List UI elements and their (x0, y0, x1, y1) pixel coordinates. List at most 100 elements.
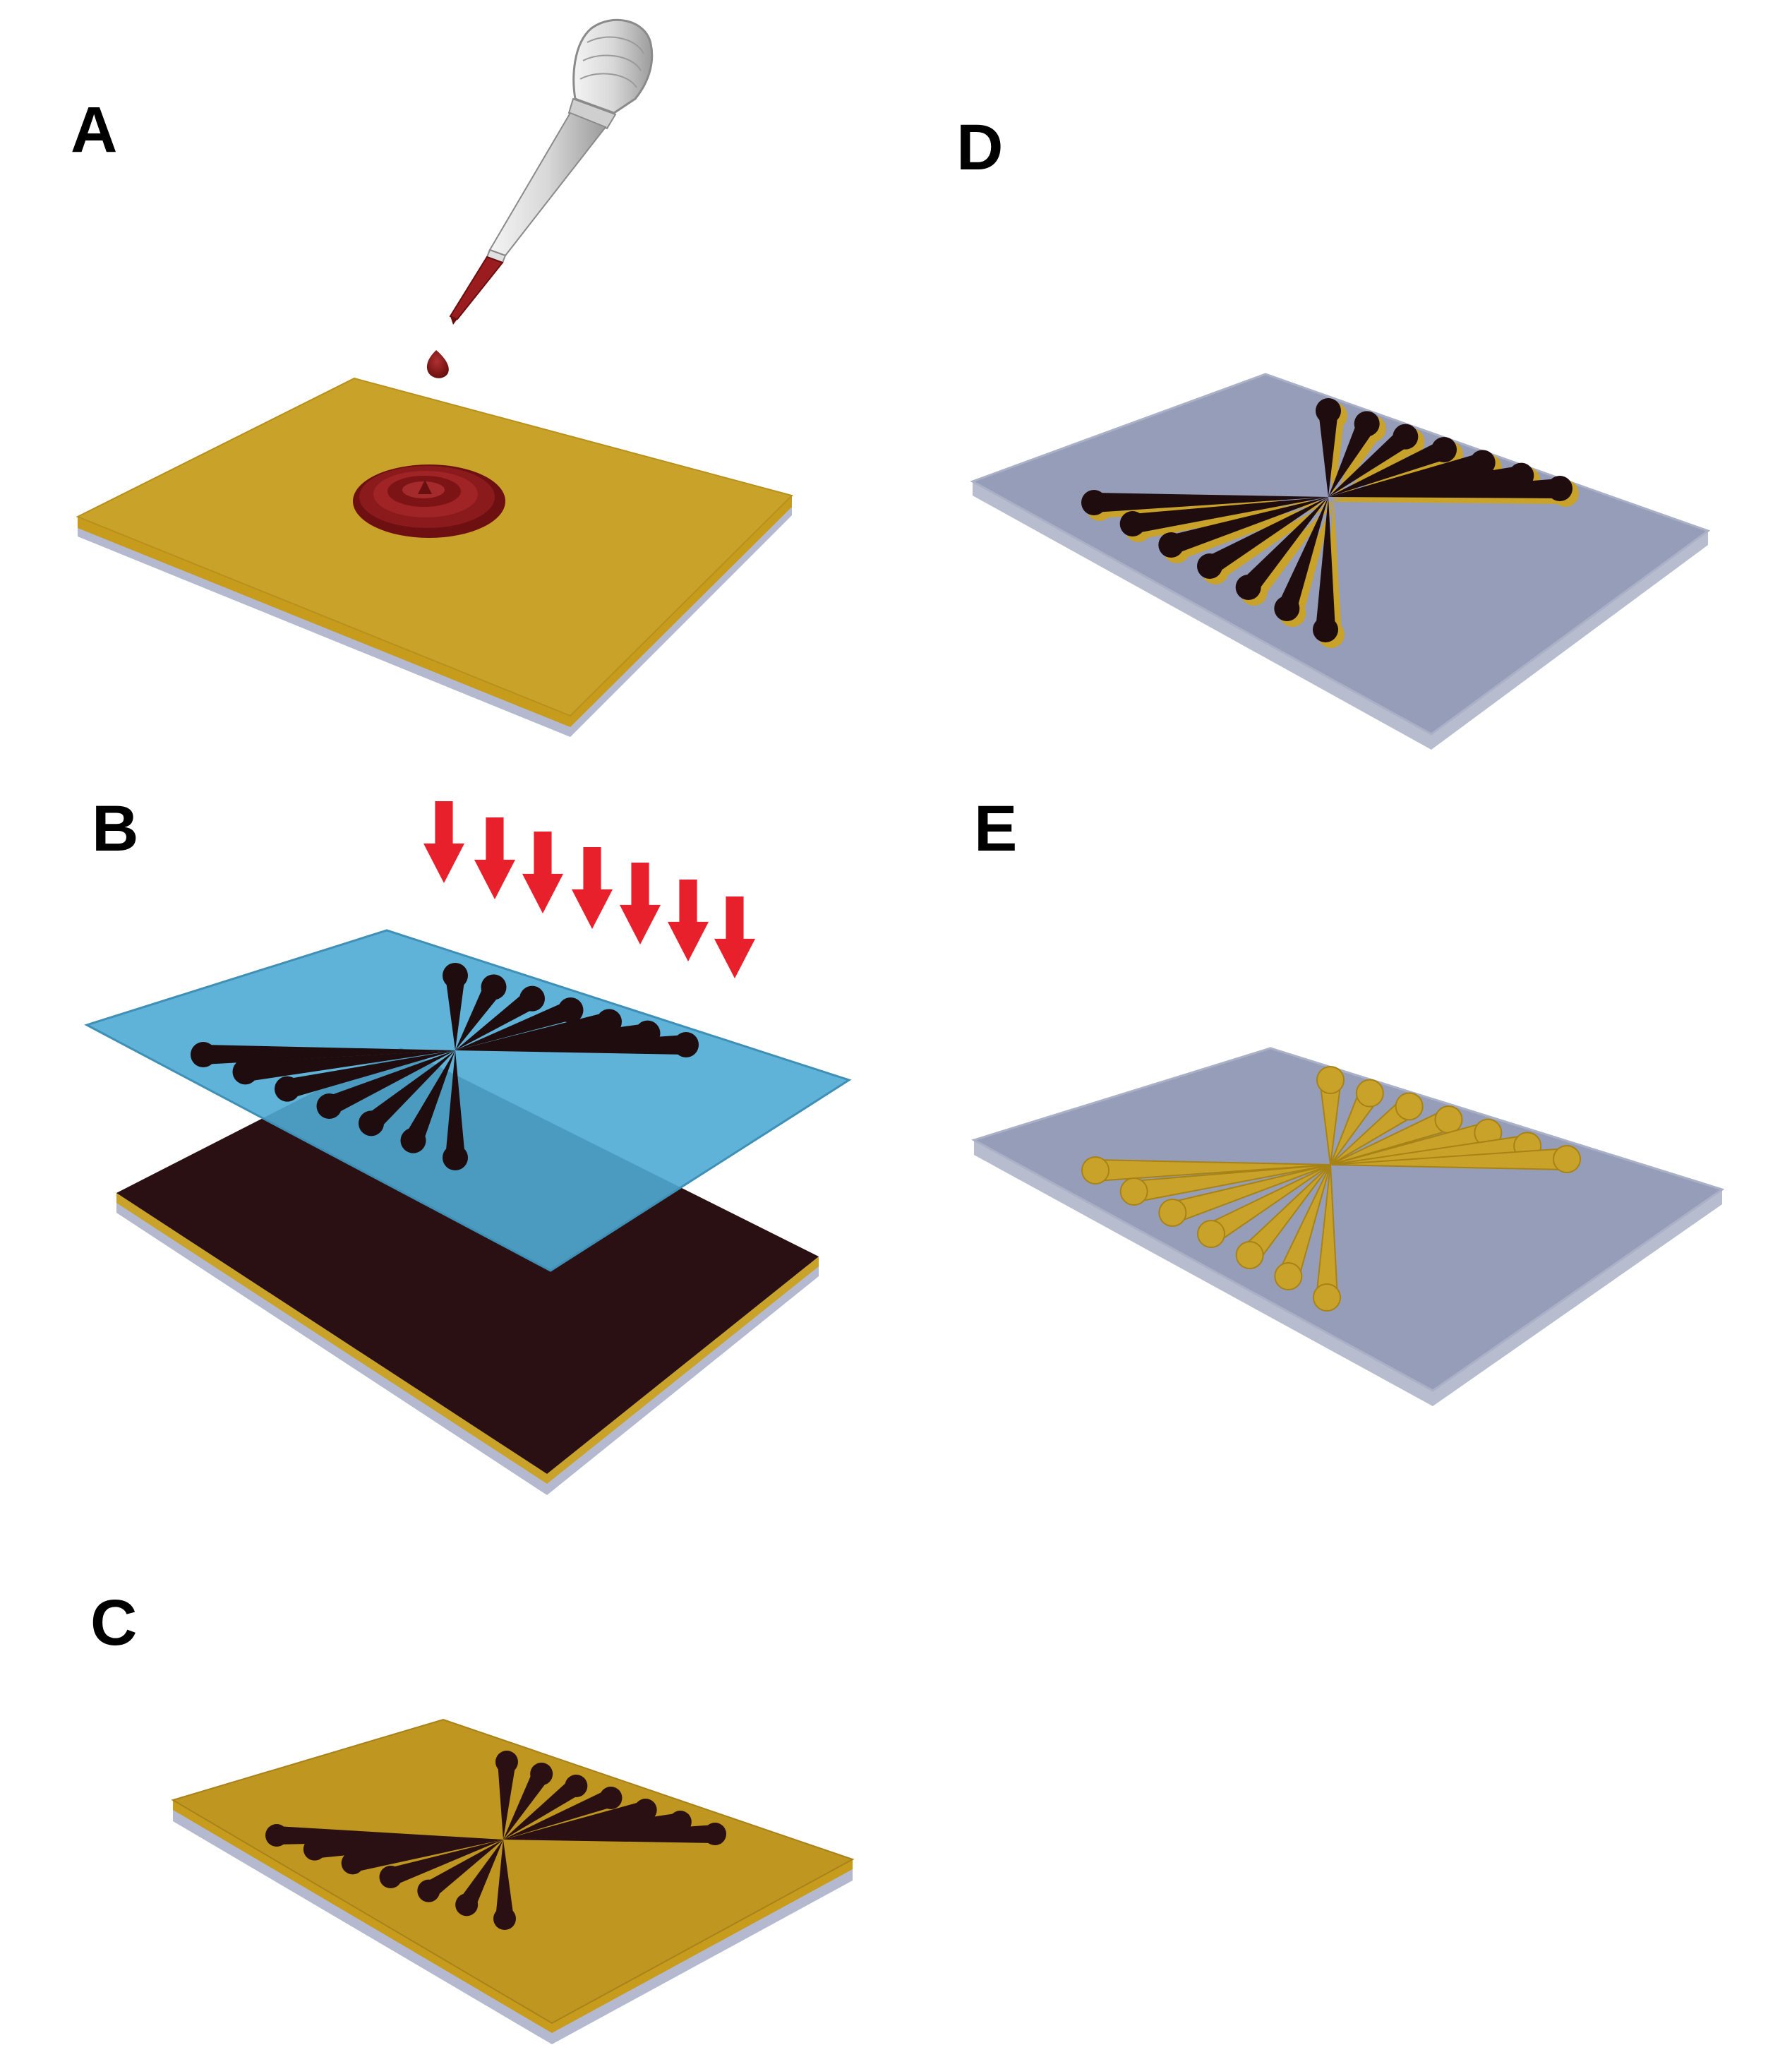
electrode-finger (1328, 440, 1448, 497)
electrode-pad (1393, 424, 1419, 450)
electrode-finger (387, 1840, 503, 1886)
electrode-pad (417, 1879, 440, 1902)
electrode-pad (359, 1110, 384, 1137)
electrode-pad (1274, 1262, 1303, 1290)
electrode-finger (445, 1050, 465, 1158)
electrode-pad (673, 1032, 699, 1057)
panel-e-substrate-edge (974, 1140, 1722, 1406)
electrode-pad (704, 1823, 726, 1845)
electrode-finger (1204, 497, 1328, 575)
electrode-finger (1168, 497, 1328, 555)
electrode-pad (1119, 1177, 1148, 1206)
electrode-finger (498, 1761, 516, 1840)
down-arrow-icon (474, 817, 515, 899)
down-arrow-icon (572, 847, 613, 929)
electrode-pad (1553, 1145, 1581, 1173)
electrode-pad (265, 1824, 288, 1847)
electrode-finger (1241, 497, 1328, 594)
panel-e-label: E (974, 793, 1017, 865)
electrode-pad (1395, 1092, 1424, 1121)
electrode-pad (1469, 450, 1496, 476)
down-arrow-icon (668, 880, 709, 961)
panel-b: B (84, 793, 852, 1495)
electrode-pad (565, 1775, 588, 1797)
electrode-pad (316, 1093, 342, 1119)
electrode-finger (503, 1769, 550, 1840)
panel-a-label: A (71, 94, 117, 166)
electrode-pad (519, 985, 545, 1012)
panel-b-label: B (92, 793, 138, 865)
electrode-finger (284, 1050, 455, 1099)
down-arrow-icon (714, 896, 755, 978)
pipette-icon (449, 18, 654, 325)
panel-a-gold-layer (76, 377, 793, 717)
electrode-pad (232, 1059, 258, 1085)
down-arrow-icon (620, 863, 661, 944)
electrode-finger (244, 1050, 455, 1082)
panel-c-label: C (90, 1587, 137, 1659)
electrode-finger (364, 1050, 455, 1131)
panel-d-label: D (956, 112, 1003, 184)
electrode-pad (481, 974, 507, 1000)
panel-d-substrate-edge (973, 481, 1708, 750)
electrode-pad (1434, 1105, 1463, 1134)
panel-d-resist-on-electrodes (1081, 398, 1572, 642)
panel-b-substrate-edge (116, 1200, 819, 1495)
electrode-pad (275, 1076, 300, 1102)
electrode-pad (303, 1837, 326, 1861)
electrode-pad (558, 997, 584, 1023)
electrode-finger (455, 1000, 575, 1050)
panel-e: E (971, 793, 1725, 1406)
down-arrow-icon (522, 832, 563, 913)
electrode-pad (634, 1799, 657, 1821)
electrode-finger (351, 1840, 503, 1873)
electrode-finger (503, 1789, 615, 1840)
electrode-finger (1093, 493, 1328, 512)
electrode-pad (400, 1127, 426, 1153)
electrode-finger (404, 1050, 455, 1145)
electrode-finger (1316, 497, 1335, 630)
electrode-pad (1316, 398, 1341, 424)
electrode-pad (495, 1751, 518, 1773)
panel-d: D (956, 112, 1711, 750)
electrode-finger (1328, 452, 1485, 497)
electrode-finger (1277, 497, 1328, 612)
electrode-pad (1355, 1079, 1384, 1108)
electrode-finger (503, 1825, 716, 1843)
panel-b-photomask (84, 929, 852, 1272)
electrode-pad (443, 1145, 468, 1170)
electrode-finger (423, 1840, 503, 1899)
electrode-pad (1547, 476, 1572, 501)
panel-a-falling-droplet (426, 350, 449, 378)
panel-b-photoresist-layer (116, 1048, 819, 1474)
electrode-pad (1119, 511, 1145, 536)
electrode-finger (495, 1840, 514, 1919)
electrode-pad (1431, 437, 1457, 462)
electrode-finger (1328, 479, 1561, 498)
panel-c: C (90, 1587, 855, 2044)
panel-e-gold-electrodes (1081, 1066, 1581, 1312)
electrode-pad (455, 1893, 479, 1917)
electrode-pad (1235, 575, 1261, 600)
down-arrow-icon (423, 801, 464, 883)
panel-b-uv-arrows (423, 801, 755, 978)
electrode-pad (1158, 1199, 1187, 1227)
panel-b-gold-edge (116, 1193, 819, 1484)
electrode-finger (445, 976, 465, 1050)
electrode-pad (1158, 532, 1184, 558)
electrode-pad (599, 1787, 623, 1809)
electrode-pad (1197, 1220, 1225, 1248)
electrode-pad (191, 1042, 216, 1067)
electrode-finger (455, 1035, 687, 1055)
electrode-finger (1318, 411, 1338, 497)
electrode-pad (1313, 1283, 1341, 1312)
electrode-finger (1131, 497, 1328, 534)
electrode-pad (1197, 553, 1222, 579)
electrode-pad (1235, 1241, 1264, 1269)
panel-b-mask-electrode-pattern (191, 963, 699, 1170)
electrode-finger (203, 1045, 455, 1065)
electrode-finger (503, 1778, 582, 1840)
electrode-pad (1313, 617, 1338, 642)
panel-a-drop-puddle (353, 464, 505, 538)
